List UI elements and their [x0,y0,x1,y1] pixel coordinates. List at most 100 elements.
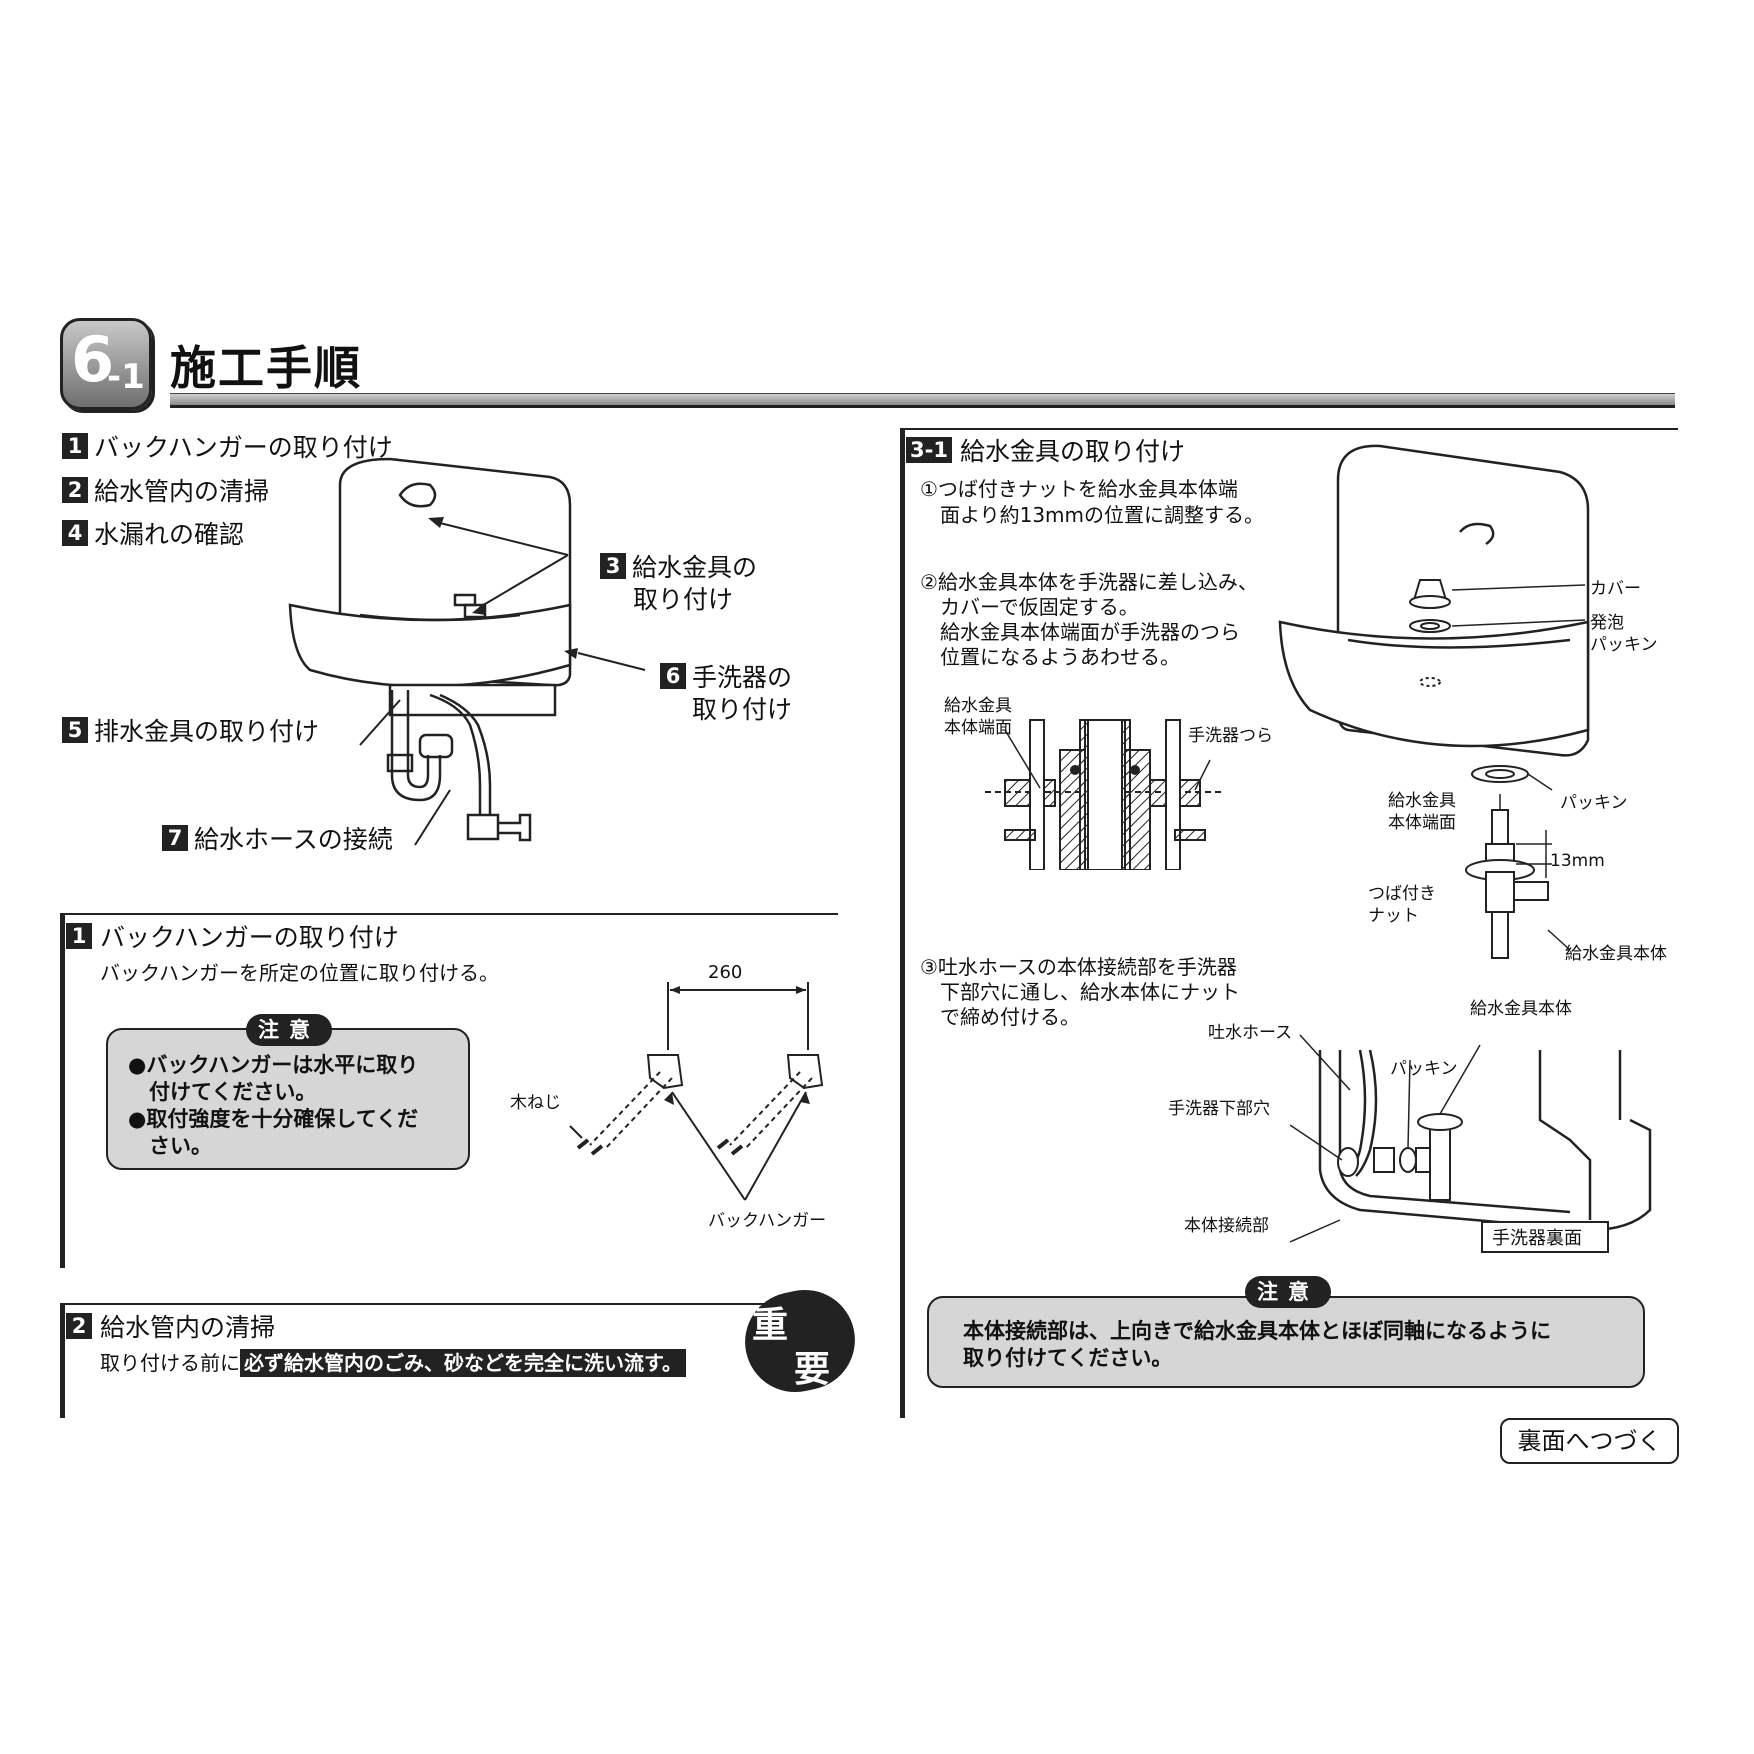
section-31-caution-tag: 注意 [1245,1276,1331,1308]
section-1-caution-line-2: 付けてください。 [128,1080,317,1104]
overview-item-1-num: 1 [62,433,88,459]
section-1-heading: 1 バックハンガーの取り付け [66,918,399,954]
section-31-caution-line-2: 取り付けてください。 [963,1346,1173,1370]
flush-label: 手洗器つら [1188,726,1273,746]
section-badge: 6 -1 [60,318,152,410]
callout-6-num: 6 [660,663,686,689]
end-face-b-line-2: 本体端面 [1388,813,1456,833]
overview-item-1: 1 バックハンガーの取り付け [62,428,393,464]
section-1-caution-line-1: ●バックハンガーは水平に取り [128,1053,419,1077]
foam-packing-label: 発泡 パッキン [1590,612,1658,656]
section-2-title: 給水管内の清掃 [100,1313,276,1342]
section-2-rule [60,1303,838,1305]
section-31-rule [900,428,1678,430]
end-face-label-b: 給水金具 本体端面 [1388,790,1456,834]
overview-item-4-num: 4 [62,520,88,546]
cover-label: カバー [1590,579,1641,599]
section-31-title: 給水金具の取り付け [960,437,1186,466]
step-1-text: ①つば付きナットを給水金具本体端 面より約13mmの位置に調整する。 [920,476,1264,528]
step-2-text: ②給水金具本体を手洗器に差し込み、 カバーで仮固定する。 給水金具本体端面が手洗… [920,570,1258,670]
step-1-line-1: ①つば付きナットを給水金具本体端 [920,477,1238,501]
section-1-title: バックハンガーの取り付け [100,923,399,952]
section-1-caution-line-4: さい。 [128,1134,212,1158]
flange-nut-label: つば付き ナット [1368,883,1436,927]
section-31-caution-text: 本体接続部は、上向きで給水金具本体とほぼ同軸になるように 取り付けてください。 [963,1318,1551,1372]
packing-label: パッキン [1560,793,1628,813]
callout-7-label: 給水ホースの接続 [194,825,393,854]
foam-packing-line-1: 発泡 [1590,613,1624,633]
flange-nut-line-1: つば付き [1368,884,1436,904]
section-1-caution-tag: 注意 [246,1014,332,1046]
fitting-body-label: 給水金具本体 [1565,944,1667,964]
callout-6: 6 手洗器の [660,658,792,694]
step-3-line-1: ③吐水ホースの本体接続部を手洗器 [920,955,1237,979]
back-hanger-label: バックハンガー [708,1211,827,1231]
section-2-bar [60,1303,65,1418]
foam-packing-line-2: パッキン [1590,635,1658,655]
dimension-13mm: 13mm [1550,851,1605,871]
section-2-heading: 2 給水管内の清掃 [66,1308,275,1344]
section-1-caution-box: 注意 ●バックハンガーは水平に取り 付けてください。 ●取付強度を十分確保してく… [106,1014,470,1170]
section-1-rule [60,913,838,915]
sink-cover-illustration [1278,444,1590,757]
important-char-2: 要 [794,1349,831,1390]
step-2-line-3: 給水金具本体端面が手洗器のつら [920,620,1240,644]
fitting-body-label-2: 給水金具本体 [1470,999,1572,1019]
section-2-body: 取り付ける前に必ず給水管内のごみ、砂などを完全に洗い流す。 [100,1347,686,1377]
overview-item-4-label: 水漏れの確認 [94,520,245,549]
section-31-caution-box: 注意 本体接続部は、上向きで給水金具本体とほぼ同軸になるように 取り付けてくださ… [927,1276,1645,1388]
callout-5-label: 排水金具の取り付け [94,717,320,746]
section-2-num: 2 [66,1313,92,1339]
overview-item-2-num: 2 [62,477,88,503]
page-title: 施工手順 [170,341,362,395]
end-face-b-line-1: 給水金具 [1388,791,1456,811]
overview-sink-illustration [288,457,646,846]
step-1-line-2: 面より約13mmの位置に調整する。 [920,503,1265,527]
section-1-caution-line-3: ●取付強度を十分確保してくだ [128,1107,419,1131]
callout-6-label-2: 取り付け [692,695,793,724]
section-number: 6 [71,323,115,396]
step-3-line-2: 下部穴に通し、給水本体にナット [920,980,1240,1004]
section-2-body-prefix: 取り付ける前に [100,1351,240,1375]
packing-label-2: パッキン [1390,1059,1458,1079]
section-sub-number: -1 [107,357,145,397]
callout-6-label-1: 手洗器の [692,663,793,692]
outlet-hose-label: 吐水ホース [1208,1023,1293,1043]
step-3-line-3: で締め付ける。 [920,1005,1080,1029]
important-char-1: 重 [752,1305,789,1346]
section-1-caution-text: ●バックハンガーは水平に取り 付けてください。 ●取付強度を十分確保してくだ さ… [128,1052,418,1160]
section-31-caution-line-1: 本体接続部は、上向きで給水金具本体とほぼ同軸になるように [963,1319,1551,1343]
callout-3-num: 3 [600,553,626,579]
title-rule [170,393,1675,408]
underside-illustration [1290,1034,1652,1253]
flange-nut-line-2: ナット [1368,906,1419,926]
fitting-body-illustration [1465,765,1571,959]
step-2-line-4: 位置になるようあわせる。 [920,645,1180,669]
dimension-260: 260 [708,962,743,983]
step-2-line-1: ②給水金具本体を手洗器に差し込み、 [920,570,1258,594]
wood-screw-label: 木ねじ [510,1093,561,1113]
step-3-text: ③吐水ホースの本体接続部を手洗器 下部穴に通し、給水本体にナット で締め付ける。 [920,955,1240,1030]
lower-hole-label: 手洗器下部穴 [1168,1099,1270,1119]
body-joint-label: 本体接続部 [1184,1216,1269,1236]
end-face-label-a: 給水金具 本体端面 [944,695,1012,739]
cross-section-illustration [985,719,1225,870]
callout-7-num: 7 [162,825,188,851]
overview-item-2: 2 給水管内の清掃 [62,472,269,508]
step-2-line-2: カバーで仮固定する。 [920,595,1139,619]
end-face-a-line-2: 本体端面 [944,718,1012,738]
callout-7: 7 給水ホースの接続 [162,820,393,856]
end-face-a-line-1: 給水金具 [944,696,1012,716]
section-1-num: 1 [66,923,92,949]
callout-5: 5 排水金具の取り付け [62,712,319,748]
section-31-heading: 3-1 給水金具の取り付け [906,432,1185,468]
section-1-bar [60,913,65,1268]
overview-item-4: 4 水漏れの確認 [62,515,244,551]
section-31-num: 3-1 [906,437,952,463]
overview-item-1-label: バックハンガーの取り付け [94,433,393,462]
callout-3: 3 給水金具の [600,548,757,584]
underside-label: 手洗器裏面 [1492,1228,1582,1249]
continue-on-back-button[interactable]: 裏面へつづく [1500,1418,1679,1464]
callout-3-label-2: 取り付け [633,585,734,614]
overview-item-2-label: 給水管内の清掃 [94,477,270,506]
